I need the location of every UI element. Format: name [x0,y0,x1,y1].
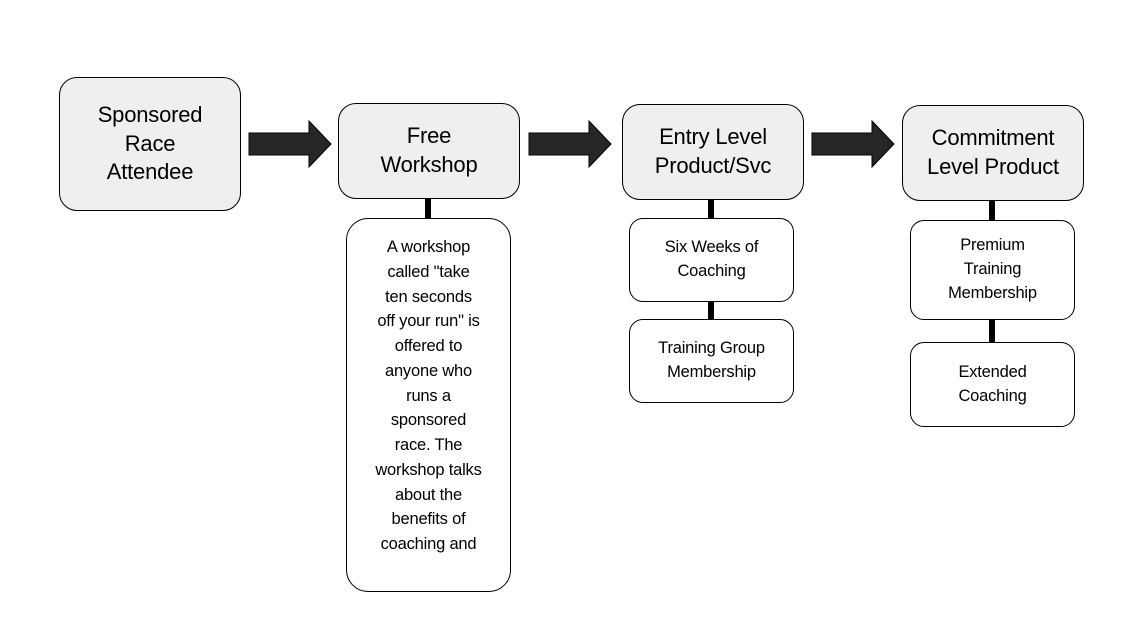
item-extended-coaching: Extended Coaching [910,342,1075,427]
stage-commitment-level-product: Commitment Level Product [902,105,1084,201]
item-six-weeks-coaching: Six Weeks of Coaching [629,218,794,302]
item-training-group-membership: Training Group Membership [629,319,794,403]
stage-entry-level-product: Entry Level Product/Svc [622,104,804,200]
workshop-description: A workshop called "take ten seconds off … [346,218,511,592]
connector-line [708,302,714,319]
arrow-right-icon [528,120,612,168]
arrow-right-icon [248,120,332,168]
connector-line [425,199,431,219]
item-premium-training-membership: Premium Training Membership [910,220,1075,320]
connector-line [989,320,995,343]
connector-line [989,201,995,221]
stage-free-workshop: Free Workshop [338,103,520,199]
connector-line [708,200,714,219]
stage-sponsored-race-attendee: Sponsored Race Attendee [59,77,241,211]
arrow-right-icon [811,120,895,168]
